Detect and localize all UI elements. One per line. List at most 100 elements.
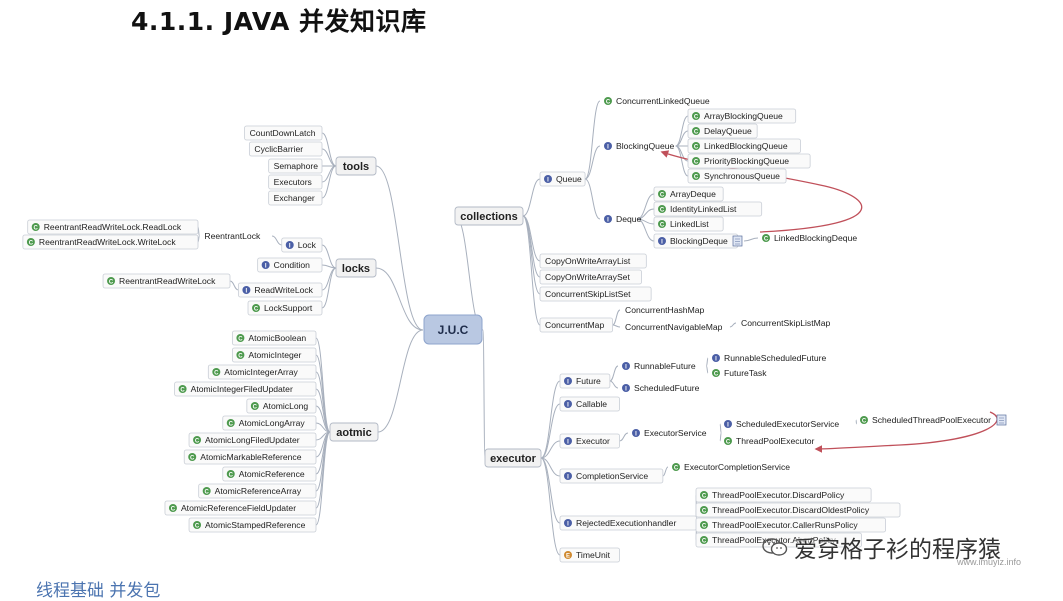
node-atomiclongfiledupdater: C AtomicLongFiledUpdater — [188, 432, 317, 448]
node-countdownlatch: CountDownLatch — [244, 125, 323, 141]
node-atomicreferencefieldupdater: C AtomicReferenceFieldUpdater — [164, 500, 317, 516]
node-label: ConcurrentSkipListSet — [545, 289, 631, 299]
class-icon: C — [236, 351, 245, 360]
node-reentrantlock: ReentrantLock — [204, 231, 261, 241]
thread-pool-arrow — [814, 411, 998, 453]
svg-text:C: C — [702, 494, 707, 500]
svg-text:C: C — [714, 372, 719, 378]
note-icon — [996, 414, 1007, 426]
interface-icon: I — [564, 519, 572, 528]
svg-text:C: C — [229, 422, 234, 428]
node-threadpoolexecutor-discardpolicy: C ThreadPoolExecutor.DiscardPolicy — [695, 487, 872, 503]
svg-text:I: I — [715, 357, 717, 363]
node-label: AtomicMarkableReference — [200, 452, 301, 462]
interface-icon: I — [632, 429, 640, 438]
mindmap-link — [584, 100, 601, 180]
node-label: CountDownLatch — [250, 128, 316, 138]
node-label: AtomicReferenceFieldUpdater — [181, 503, 296, 513]
node-concurrentmap: ConcurrentMap — [539, 317, 614, 333]
branch-locks: locks — [335, 258, 377, 278]
node-label: AtomicReference — [239, 469, 305, 479]
class-icon: C — [860, 416, 868, 425]
node-label: AtomicBoolean — [248, 333, 306, 343]
svg-text:I: I — [661, 240, 663, 246]
mindmap-link — [719, 432, 722, 442]
mindmap-link — [675, 115, 689, 147]
svg-text:C: C — [190, 456, 195, 462]
branch-label: tools — [343, 161, 369, 173]
interface-icon: I — [724, 420, 732, 429]
node-exchanger: Exchanger — [268, 190, 323, 206]
svg-text:C: C — [195, 439, 200, 445]
watermark-url: www.imuyiz.info — [957, 557, 1022, 567]
class-icon: C — [193, 521, 202, 530]
node-label: AtomicLongFiledUpdater — [205, 435, 300, 445]
center-label: J.U.C — [438, 323, 469, 337]
svg-text:C: C — [726, 440, 731, 446]
svg-text:C: C — [171, 507, 176, 513]
svg-text:I: I — [547, 178, 549, 184]
mindmap-link — [719, 423, 722, 434]
class-icon: C — [193, 436, 202, 445]
section-subtitle: 线程基础 并发包 — [36, 581, 161, 601]
node-label: CyclicBarrier — [254, 144, 303, 154]
center-node-juc: J.U.C — [423, 314, 483, 345]
svg-text:I: I — [567, 440, 569, 446]
node-label: ArrayBlockingQueue — [704, 111, 783, 121]
node-label: ConcurrentSkipListMap — [741, 318, 831, 328]
class-icon: C — [672, 463, 680, 472]
class-icon: C — [692, 172, 700, 181]
class-icon: C — [692, 142, 700, 151]
node-label: BlockingQueue — [616, 141, 675, 151]
node-label: CopyOnWriteArraySet — [545, 272, 630, 282]
mindmap-link — [855, 419, 858, 425]
interface-icon: I — [564, 437, 572, 446]
node-label: ThreadPoolExecutor.DiscardPolicy — [712, 490, 845, 500]
node-label: Executors — [274, 177, 312, 187]
mindmap-link — [321, 267, 337, 309]
mindmap-link — [377, 329, 424, 433]
page-title: 4.1.1. JAVA 并发知识库 — [131, 7, 427, 36]
node-label: ConcurrentHashMap — [625, 305, 705, 315]
mindmap-link — [743, 237, 759, 242]
class-icon: C — [692, 157, 700, 166]
node-label: Exchanger — [274, 193, 315, 203]
svg-text:I: I — [607, 218, 609, 224]
svg-text:C: C — [702, 509, 707, 515]
svg-text:E: E — [566, 554, 570, 560]
svg-text:C: C — [694, 175, 699, 181]
class-icon: C — [31, 223, 40, 232]
class-icon: C — [658, 190, 666, 199]
class-icon: C — [712, 369, 720, 378]
mindmap-link — [454, 215, 484, 331]
mindmap-link — [612, 324, 621, 328]
svg-text:C: C — [764, 237, 769, 243]
node-label: LinkedList — [670, 219, 709, 229]
mindmap-link — [522, 178, 541, 217]
mindmap-link — [229, 280, 239, 291]
node-label: ScheduledThreadPoolExecutor — [872, 415, 991, 425]
node-label: LinkedBlockingQueue — [704, 141, 788, 151]
mindmap-link — [540, 403, 561, 459]
mindmap-link — [315, 431, 331, 526]
wechat-icon — [762, 538, 788, 556]
